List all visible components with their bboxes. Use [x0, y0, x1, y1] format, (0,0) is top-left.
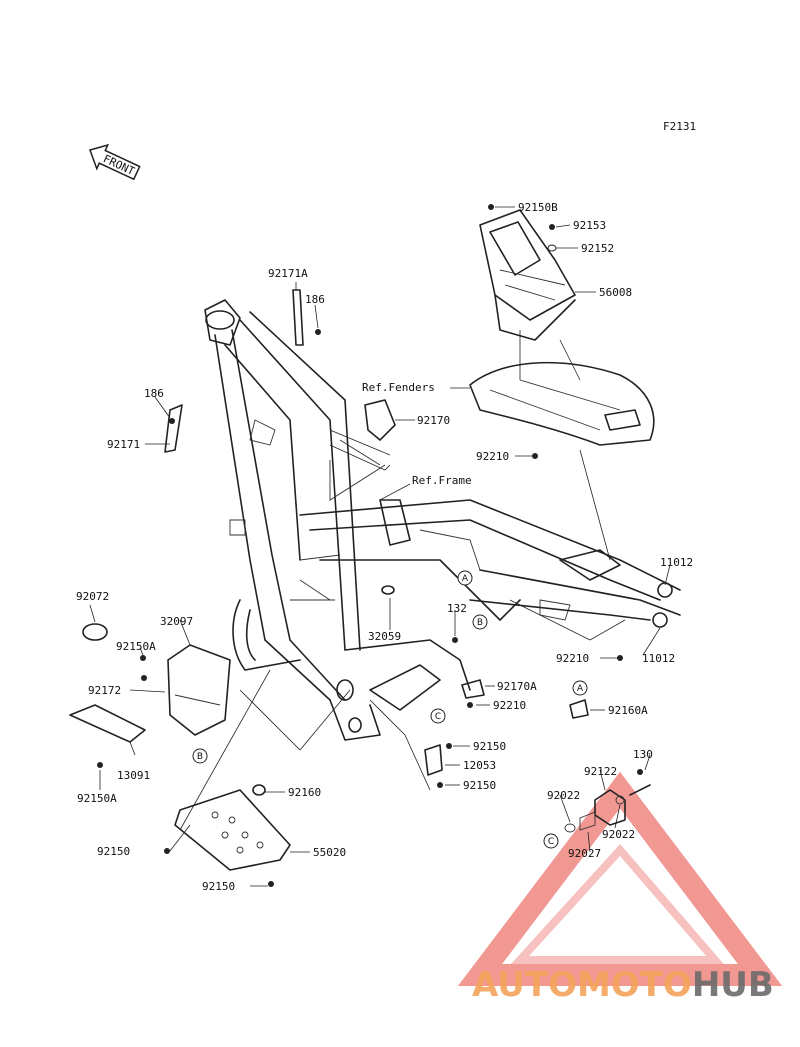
part-label: 92150 [473, 740, 506, 753]
part-label: 92152 [581, 242, 614, 255]
part-label: 92072 [76, 590, 109, 603]
part-label: 11012 [642, 652, 675, 665]
main-frame [204, 299, 681, 741]
part-label: 32097 [160, 615, 193, 628]
svg-text:B: B [477, 618, 483, 628]
circle-ref-a-clamp: A [572, 680, 588, 696]
part-label: 92150A [77, 792, 117, 805]
part-label: 92160 [288, 786, 321, 799]
part-label: 92210 [556, 652, 589, 665]
skid-plate [174, 784, 291, 871]
circle-ref-c-collar: C [543, 833, 559, 849]
part-label: 92170A [497, 680, 537, 693]
part-label: 92160A [608, 704, 648, 717]
battery-case [479, 209, 576, 341]
ref-label-fenders: Ref.Fenders [362, 381, 435, 394]
svg-text:A: A [577, 684, 584, 694]
circle-ref-b-frame: B [472, 614, 488, 630]
watermark-part2: HUB [692, 965, 774, 1005]
part-label: 92170 [417, 414, 450, 427]
part-label: 11012 [660, 556, 693, 569]
svg-text:A: A [462, 574, 469, 584]
part-label: 92150 [202, 880, 235, 893]
svg-text:AUTOMOTOHUB: AUTOMOTOHUB [472, 965, 774, 1005]
watermark-logo [457, 771, 783, 986]
part-label: 92150A [116, 640, 156, 653]
part-label: 92150 [463, 779, 496, 792]
circle-ref-c-frame: C [430, 708, 446, 724]
part-label: 12053 [463, 759, 496, 772]
leader-lines [89, 206, 671, 887]
circle-ref-a-frame: A [457, 570, 473, 586]
circle-ref-b-cover: B [192, 748, 208, 764]
part-label: 92171A [268, 267, 308, 280]
part-label: 92150 [97, 845, 130, 858]
part-label: 92171 [107, 438, 140, 451]
part-label: 92022 [602, 828, 635, 841]
svg-text:B: B [197, 752, 203, 762]
part-label: 92150B [518, 201, 558, 214]
part-label: 92122 [584, 765, 617, 778]
part-label: 92210 [476, 450, 509, 463]
svg-text:C: C [548, 837, 554, 847]
part-label: 186 [144, 387, 164, 400]
part-label: 92027 [568, 847, 601, 860]
part-label: 32059 [368, 630, 401, 643]
fastener-dots [97, 204, 643, 887]
part-label: 13091 [117, 769, 150, 782]
part-label: 92022 [547, 789, 580, 802]
svg-text:C: C [435, 712, 441, 722]
part-label: 92153 [573, 219, 606, 232]
pivot-collar-parts [564, 784, 651, 833]
front-arrow-icon: FRONT [89, 143, 141, 181]
part-label: 92210 [493, 699, 526, 712]
watermark-part1: AUTOMOTO [472, 965, 692, 1005]
part-label: 55020 [313, 846, 346, 859]
ref-label-frame: Ref.Frame [412, 474, 472, 487]
part-label: 132 [447, 602, 467, 615]
diagram-code: F2131 [663, 120, 696, 133]
part-label: 92172 [88, 684, 121, 697]
small-brackets [164, 289, 589, 776]
part-label: 56008 [599, 286, 632, 299]
rear-fender [469, 361, 655, 446]
part-label: 186 [305, 293, 325, 306]
part-label: 130 [633, 748, 653, 761]
